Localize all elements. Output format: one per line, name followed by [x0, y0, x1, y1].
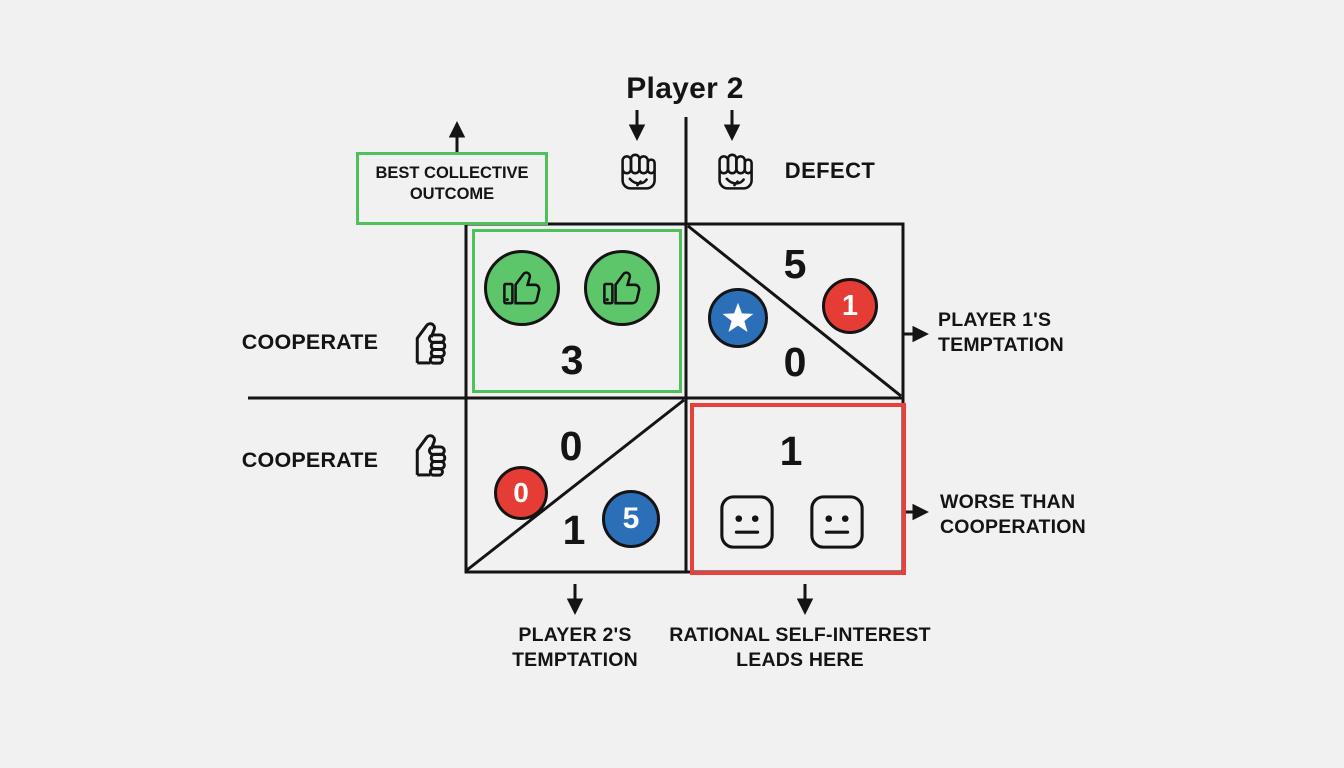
label-line: WORSE THAN — [940, 491, 1076, 513]
payoff-value-dc-top: 0 — [559, 423, 583, 469]
thumbs-up-icon-row-2 — [393, 424, 449, 482]
payoff-value-dc-bottom: 1 — [562, 507, 586, 553]
thumbs-up-icon-row-1 — [393, 312, 449, 370]
nash-equilibrium-cell-highlight — [690, 403, 906, 575]
star-badge — [708, 288, 768, 348]
player1-temptation-label: PLAYER 1'S TEMPTATION — [938, 308, 1064, 357]
rational-self-interest-label: RATIONAL SELF-INTEREST LEADS HERE — [650, 623, 950, 672]
neutral-face-icon-1 — [718, 493, 776, 551]
payoff-badge-red-0: 0 — [494, 466, 548, 520]
label-line: TEMPTATION — [512, 648, 638, 671]
thumbs-up-green-icon-1 — [484, 250, 560, 326]
payoff-value-cc: 3 — [560, 337, 584, 383]
page-title: Player 2 — [626, 72, 744, 105]
payoff-value-cd-top: 5 — [783, 241, 807, 287]
row-label-cooperate-1: COOPERATE — [241, 330, 379, 354]
best-outcome-cell-highlight — [472, 229, 682, 393]
defect-column-label: DEFECT — [784, 158, 876, 183]
neutral-face-icon-2 — [808, 493, 866, 551]
callout-line: OUTCOME — [409, 184, 495, 203]
fist-icon-column-2 — [710, 148, 758, 200]
worse-than-cooperation-label: WORSE THAN COOPERATION — [940, 490, 1086, 539]
best-collective-outcome-callout: BEST COLLECTIVE OUTCOME — [356, 152, 548, 225]
label-line: PLAYER 1'S — [938, 309, 1052, 331]
label-line: LEADS HERE — [736, 648, 864, 671]
payoff-badge-blue-5: 5 — [602, 490, 660, 548]
label-line: PLAYER 2'S — [518, 624, 632, 646]
callout-line: BEST COLLECTIVE — [375, 164, 529, 182]
payoff-badge-red-1: 1 — [822, 278, 878, 334]
player2-temptation-label: PLAYER 2'S TEMPTATION — [475, 623, 675, 672]
label-line: COOPERATION — [940, 515, 1086, 538]
payoff-value-dd: 1 — [779, 428, 803, 474]
label-line: RATIONAL SELF-INTEREST — [669, 624, 931, 646]
thumbs-up-green-icon-2 — [584, 250, 660, 326]
row-label-cooperate-2: COOPERATE — [241, 448, 379, 472]
label-line: TEMPTATION — [938, 333, 1064, 356]
star-icon — [722, 302, 754, 333]
fist-icon-column-1 — [613, 148, 661, 200]
payoff-value-cd-bottom: 0 — [783, 339, 807, 385]
